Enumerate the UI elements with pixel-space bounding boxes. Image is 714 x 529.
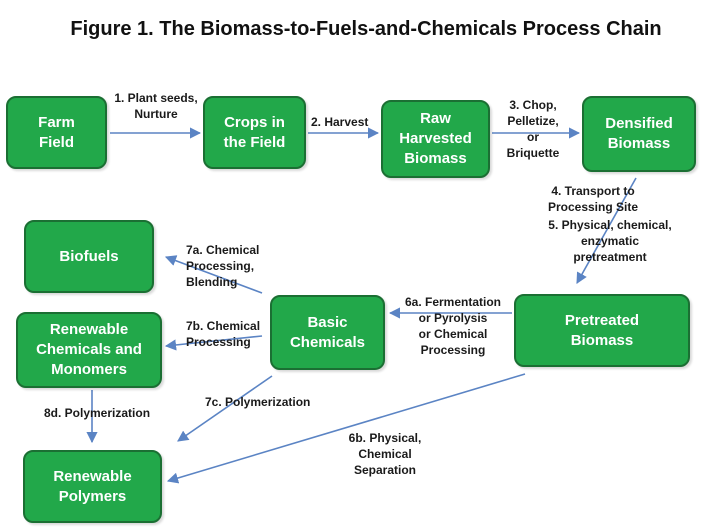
node-renewable-chemicals: Renewable Chemicals and Monomers	[16, 312, 162, 388]
node-densified-biomass: Densified Biomass	[582, 96, 696, 172]
node-renewable-polymers: Renewable Polymers	[23, 450, 162, 523]
step-4-label: 4. Transport to Processing Site	[547, 184, 639, 214]
step-7b-label: 7b. Chemical Processing	[186, 319, 261, 349]
step-7c-label: 7c. Polymerization	[205, 395, 311, 409]
step-6a-label: 6a. Fermentation or Pyrolysis or Chemica…	[404, 295, 502, 357]
step-7a-label: 7a. Chemical Processing, Blending	[186, 243, 260, 289]
step-2-label: 2. Harvest	[311, 115, 369, 129]
step-1-label: 1. Plant seeds, Nurture	[114, 91, 198, 121]
node-farm-field: Farm Field	[6, 96, 107, 169]
step-8d-label: 8d. Polymerization	[44, 406, 151, 420]
node-pretreated-biomass: Pretreated Biomass	[514, 294, 690, 367]
arrow-densified-to-pretreated	[576, 177, 637, 284]
node-crops-in-field: Crops in the Field	[203, 96, 306, 169]
page-title: Figure 1. The Biomass-to-Fuels-and-Chemi…	[70, 18, 662, 40]
arrow-basic-to-polymers	[177, 375, 273, 442]
node-biofuels: Biofuels	[24, 220, 154, 293]
node-raw-harvested-biomass: Raw Harvested Biomass	[381, 100, 490, 178]
arrow-basic-to-chemicals	[164, 335, 263, 351]
node-basic-chemicals: Basic Chemicals	[270, 295, 385, 370]
arrow-pretreated-to-polymers	[166, 373, 526, 484]
step-6b-label: 6b. Physical, Chemical Separation	[348, 431, 422, 477]
arrow-basic-to-biofuels	[164, 255, 263, 294]
step-5-label: 5. Physical, chemical, enzymatic pretrea…	[548, 218, 672, 264]
step-3-label: 3. Chop, Pelletize, or Briquette	[506, 98, 560, 160]
